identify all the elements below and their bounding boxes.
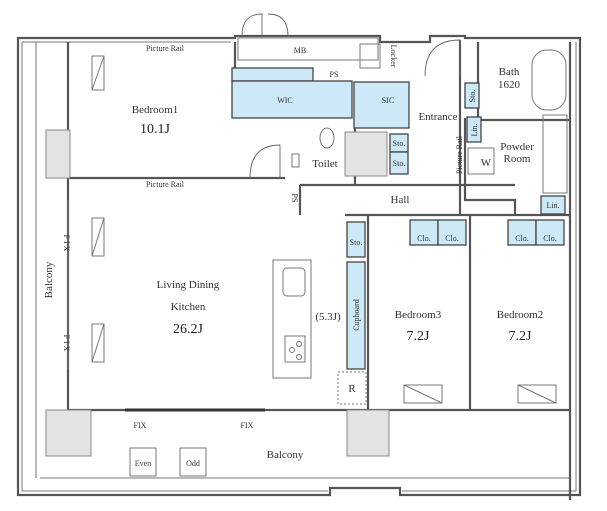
even-unit [129,447,157,477]
bedroom3-size: 7.2J [407,329,431,344]
storage-bath [464,82,480,109]
mb-door[interactable] [241,13,289,37]
bath-size: 1620 [498,79,521,91]
closet-2 [437,219,467,246]
fix-label-bottom-1: FIX [134,421,147,430]
bathtub [531,49,567,111]
sto-label-bath: Sto. [468,90,477,103]
burner-icon [296,354,302,360]
outer-wall-inner [21,41,577,492]
powder-room-label-1: Powder [500,141,534,153]
linen-2 [540,195,566,215]
ldk-label-2: Kitchen [171,301,206,313]
closet-4 [535,219,565,246]
outer-wall [16,34,582,497]
bedroom1-door[interactable] [249,144,281,179]
bath-label: Bath [499,66,520,78]
vanity [542,114,568,194]
refrigerator-space [337,371,367,405]
hall-label: Hall [391,194,410,206]
closet-1 [409,219,439,246]
toilet-icon [319,127,335,149]
sink-icon [291,153,300,168]
ac-units [91,55,557,404]
entrance-label: Entrance [418,111,457,123]
powder-room-label-2: Room [504,153,531,165]
ps-label-side: PS [290,194,299,203]
kitchen-island [272,259,312,379]
sto-label-2: Sto. [393,159,406,168]
cupboard-label: Cupboard [352,299,361,331]
wic-label: WIC [277,96,293,105]
balcony-label-left: Balcony [43,261,55,298]
bedroom2-size: 7.2J [509,329,533,344]
linen-1 [466,116,482,143]
locker-label: Locker [389,45,398,68]
picture-rail-label-bedroom1: Picture Rail [146,44,185,53]
ldk-size: 26.2J [173,322,204,337]
lin-label-2: Lin. [546,201,559,210]
sic [353,81,410,129]
clo-label-3: Clo. [515,234,529,243]
shoe-cabinet-area [344,131,388,177]
kitchen-sink-icon [282,267,306,297]
bedroom1-label: Bedroom1 [132,104,178,116]
storage-2 [389,151,409,175]
lin-label-1: Lin. [470,123,479,136]
even-label: Even [135,459,151,468]
odd-unit [179,447,207,477]
wic-shelf [231,67,314,82]
sto-label-kitchen: Sto. [350,238,363,247]
wic [231,80,353,119]
cupboard [346,261,366,370]
picture-rail-label-entrance: Picture Rail [455,135,464,174]
mb-label: MB [294,46,306,55]
kitchen-size: (5.3J) [315,311,341,323]
pillar [346,409,390,457]
burner-icon [289,347,295,353]
ps-label-top: PS [330,70,339,79]
bedroom2-label: Bedroom2 [497,309,543,321]
sic-label: SIC [382,96,394,105]
fix-label-bottom-2: FIX [241,421,254,430]
burner-icon [296,341,302,347]
fix-label-left-1: F I X [62,235,71,252]
cooktop-icon [284,335,306,363]
storage-kitchen [346,221,366,258]
washer [467,147,495,175]
fix-label-left-2: F I X [62,335,71,352]
bedroom1-size: 10.1J [140,122,171,137]
clo-label-2: Clo. [445,234,459,243]
toilet-label: Toilet [312,158,338,170]
picture-rail-label-ldk: Picture Rail [146,180,185,189]
bedroom3-label: Bedroom3 [395,309,442,321]
pillar [45,129,71,179]
pillar [45,409,92,457]
closet-3 [507,219,537,246]
odd-label: Odd [186,459,200,468]
balcony-label: Balcony [267,449,304,461]
ldk-label-1: Living Dining [157,279,220,291]
entrance-door[interactable] [424,39,461,77]
washer-label: W [481,157,492,169]
mb-closet [237,37,379,61]
locker [359,43,381,69]
sto-label-1: Sto. [393,139,406,148]
clo-label-1: Clo. [417,234,431,243]
refrigerator-label: R [348,383,356,395]
clo-label-4: Clo. [543,234,557,243]
